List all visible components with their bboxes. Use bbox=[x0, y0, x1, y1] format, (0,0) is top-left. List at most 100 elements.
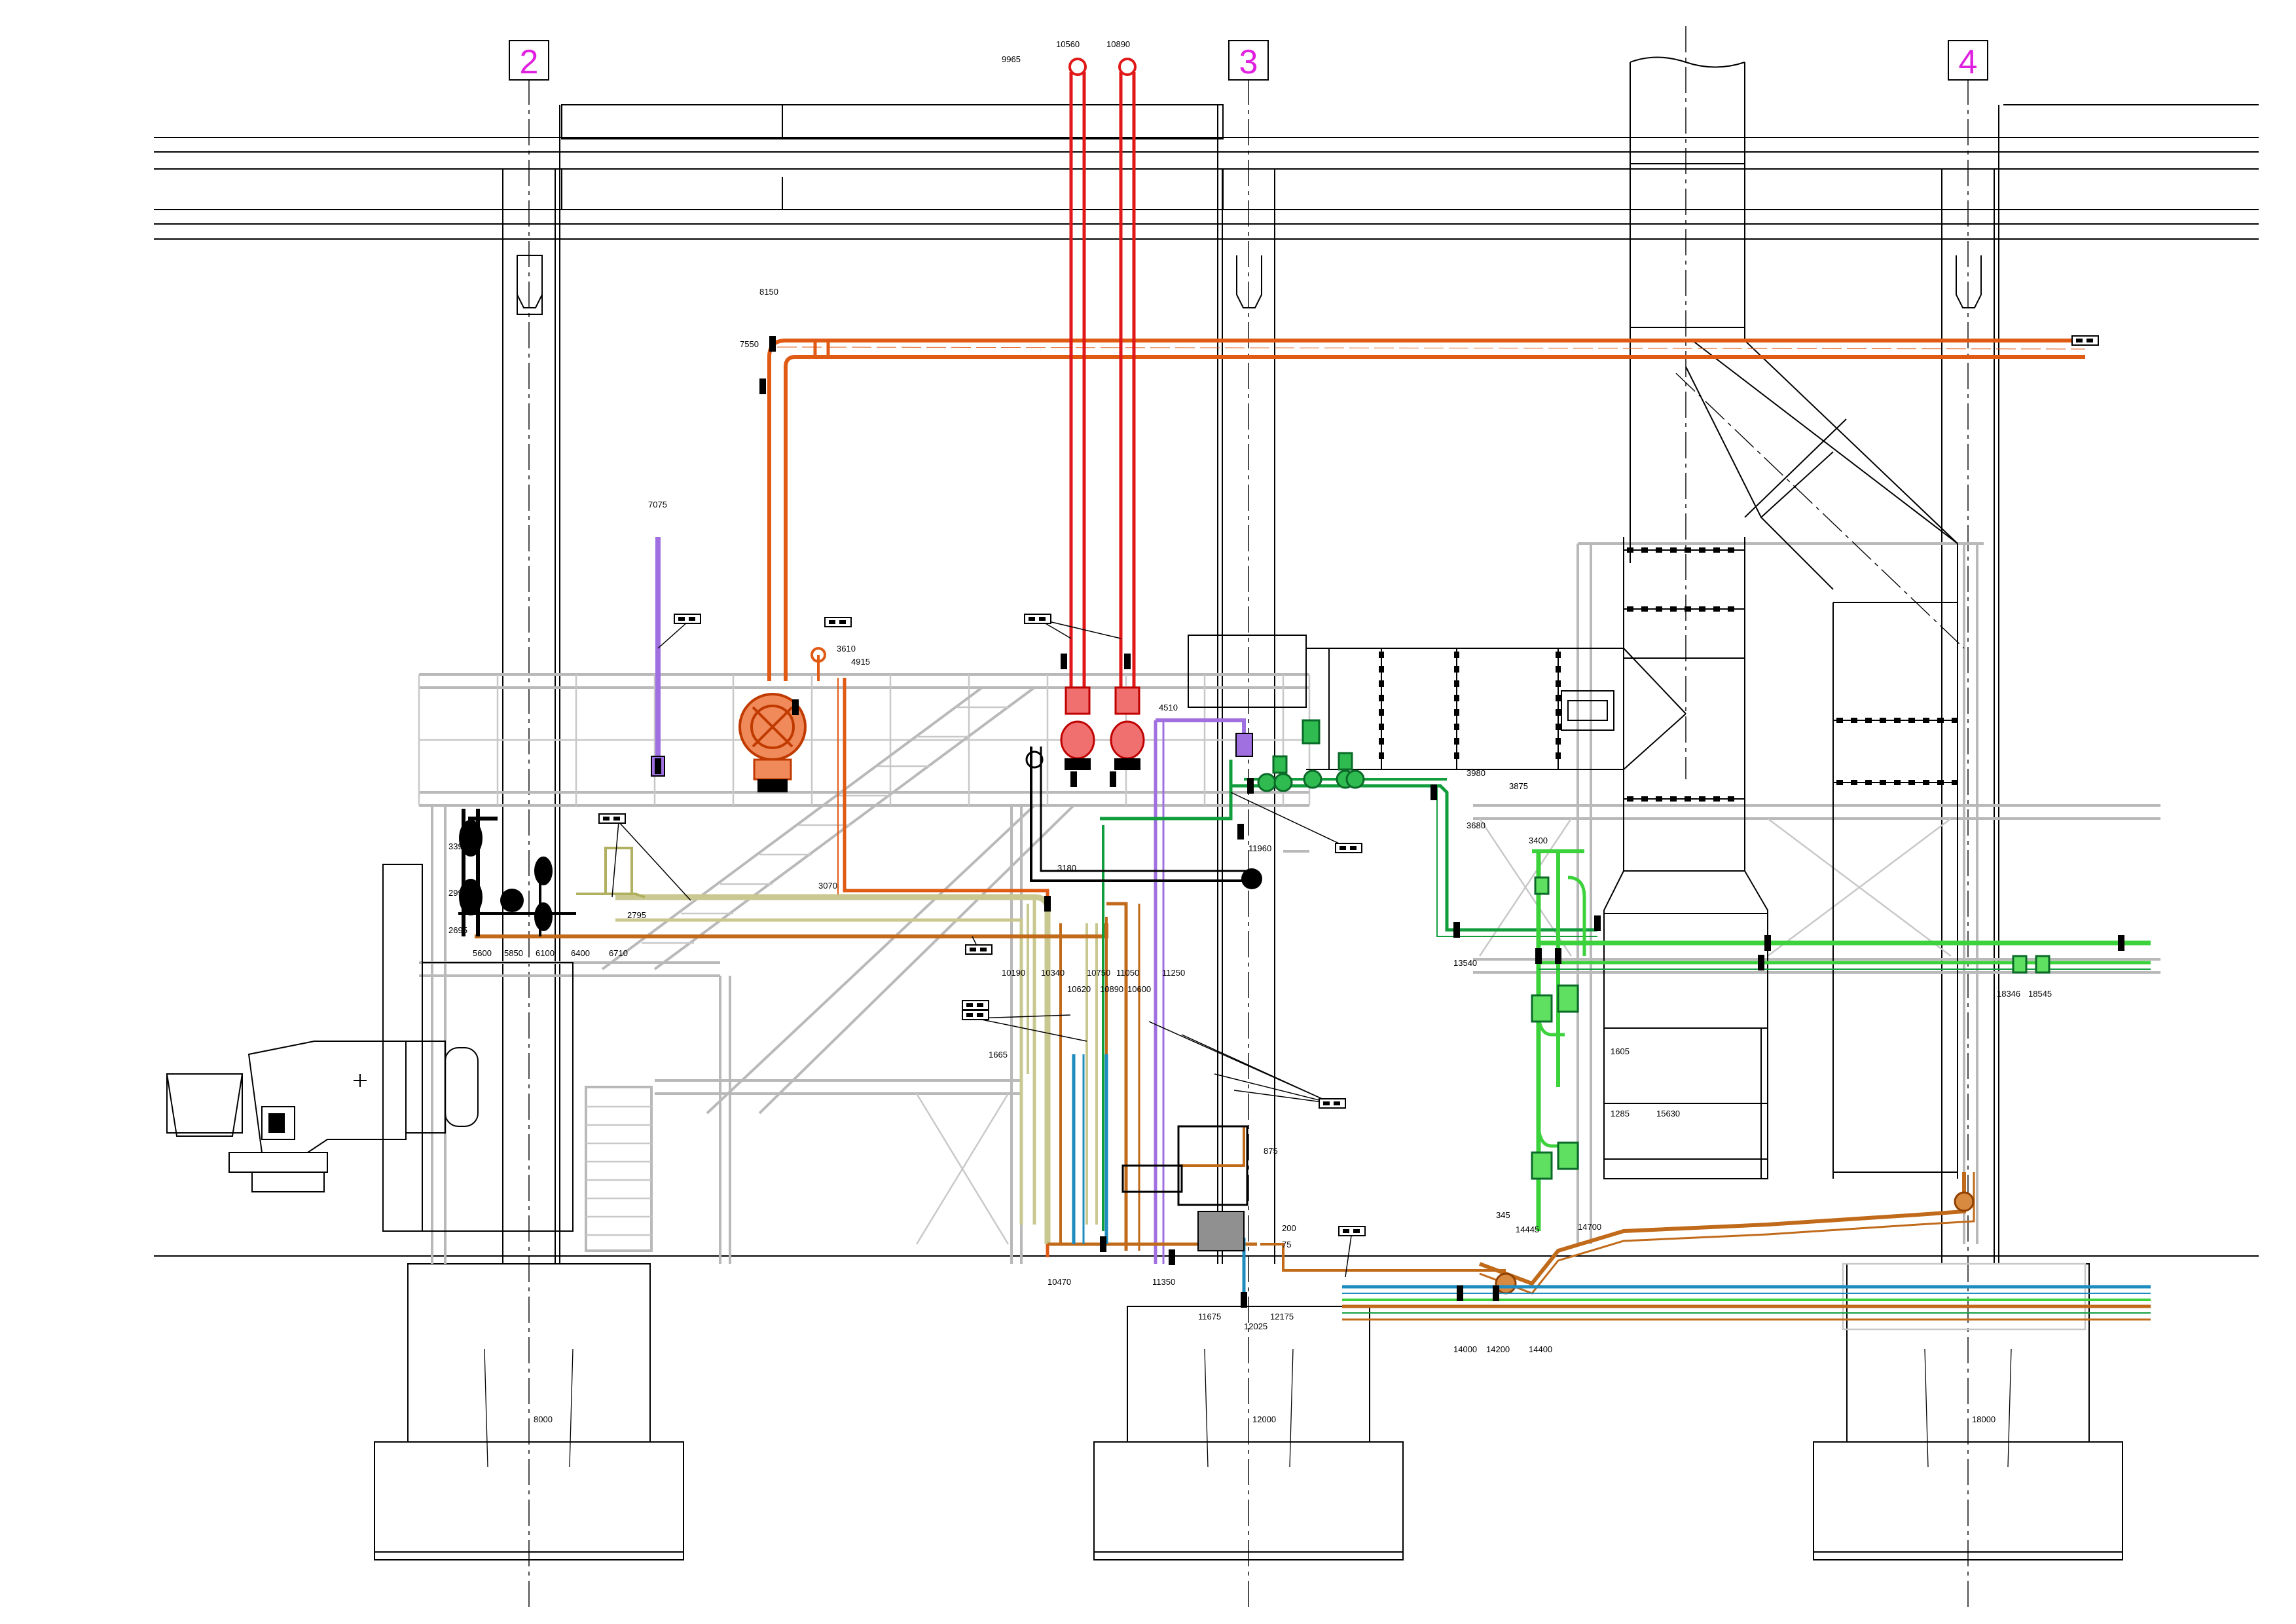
flange-bolt bbox=[1937, 780, 1944, 785]
elev-label: 9965 bbox=[1002, 54, 1021, 64]
elev-label: 75 bbox=[1282, 1240, 1291, 1249]
elev-label: 5600 bbox=[473, 948, 492, 958]
flange-marker bbox=[1453, 922, 1460, 938]
flange-bolt bbox=[1556, 752, 1561, 759]
flange-bolt bbox=[1937, 718, 1944, 723]
flange-marker bbox=[1241, 1292, 1247, 1308]
flange-bolt bbox=[1923, 718, 1929, 723]
elev-label: 12175 bbox=[1270, 1312, 1294, 1321]
elev-label: 18000 bbox=[1972, 1414, 1995, 1424]
flange-bolt bbox=[1908, 718, 1915, 723]
flange-bolt bbox=[1728, 547, 1734, 553]
ground-and-foundations bbox=[154, 1255, 2259, 1560]
flange-bolt bbox=[1454, 680, 1459, 687]
elev-label: 6400 bbox=[571, 948, 590, 958]
elev-label: 15630 bbox=[1656, 1109, 1680, 1118]
elev-label: 11350 bbox=[1152, 1277, 1175, 1287]
leader-lines bbox=[611, 618, 1353, 1278]
flange-bolt bbox=[1627, 606, 1633, 612]
elev-label: 10340 bbox=[1041, 968, 1065, 978]
elevation-labels: 10560 10890 9965 8150 7550 7075 3610 491… bbox=[448, 39, 2052, 1424]
axis-bubble-4: 4 bbox=[1948, 40, 1988, 81]
flange-bolt bbox=[1670, 606, 1677, 612]
axis-bubble-3: 3 bbox=[1228, 40, 1269, 81]
violet-lines bbox=[651, 537, 1253, 1264]
flange-bolt bbox=[1379, 680, 1384, 687]
flange-bolt bbox=[1556, 652, 1561, 658]
elev-label: 11960 bbox=[1248, 843, 1271, 853]
elev-label: 4915 bbox=[851, 657, 870, 667]
axis-label-4: 4 bbox=[1959, 43, 1978, 81]
elev-label: 14700 bbox=[1578, 1222, 1601, 1232]
flange-marker bbox=[769, 336, 776, 352]
elev-label: 6100 bbox=[536, 948, 555, 958]
flange-bolt bbox=[1699, 547, 1705, 553]
flange-bolt bbox=[1728, 606, 1734, 612]
flange-bolt bbox=[1379, 666, 1384, 673]
flange-bolt bbox=[1454, 724, 1459, 730]
flange-bolt bbox=[1851, 780, 1857, 785]
flange-bolt bbox=[1894, 718, 1901, 723]
flange-marker bbox=[1758, 955, 1764, 970]
pipe-tag bbox=[1338, 1226, 1366, 1236]
flange-bolt bbox=[1952, 718, 1958, 723]
elev-label: 3395 bbox=[448, 841, 467, 851]
flange-bolt bbox=[1699, 606, 1705, 612]
pipe-tag bbox=[598, 813, 626, 824]
elev-label: 10890 bbox=[1100, 984, 1123, 994]
pipe-tag bbox=[674, 614, 701, 624]
pipe-tag bbox=[962, 1010, 989, 1020]
orange-main-line bbox=[738, 339, 2086, 1257]
flange-bolt bbox=[1699, 796, 1705, 802]
boiler-burner bbox=[166, 864, 574, 1232]
flange-bolt bbox=[1656, 796, 1662, 802]
elev-label: 1285 bbox=[1611, 1109, 1630, 1118]
flange-markers bbox=[655, 336, 2124, 1308]
flange-marker bbox=[792, 699, 799, 715]
elev-label: 7075 bbox=[648, 500, 667, 509]
elev-label: 345 bbox=[1496, 1210, 1510, 1220]
flange-bolt bbox=[1865, 780, 1872, 785]
pipe-tag bbox=[965, 944, 993, 955]
pipe-tag bbox=[2071, 335, 2099, 346]
elev-label: 13540 bbox=[1453, 958, 1477, 968]
flange-bolt bbox=[1908, 780, 1915, 785]
elev-label: 14200 bbox=[1486, 1344, 1510, 1354]
elev-label: 12000 bbox=[1252, 1414, 1276, 1424]
flange-bolt bbox=[1641, 606, 1648, 612]
flange-bolt bbox=[1627, 547, 1633, 553]
flange-bolt bbox=[1670, 796, 1677, 802]
elev-label: 11050 bbox=[1116, 968, 1139, 978]
elev-label: 3680 bbox=[1467, 821, 1485, 830]
flange-marker bbox=[1100, 1236, 1106, 1252]
khaki-lines bbox=[576, 847, 1098, 1244]
flange-marker bbox=[1110, 771, 1116, 787]
platform-structure bbox=[418, 542, 2160, 1264]
elev-label: 10190 bbox=[1002, 968, 1025, 978]
flange-marker bbox=[1457, 1285, 1463, 1301]
flange-bolt bbox=[1865, 718, 1872, 723]
flange-bolt bbox=[1556, 695, 1561, 701]
flange-bolt bbox=[1923, 780, 1929, 785]
elev-label: 8150 bbox=[759, 287, 778, 297]
flange-bolt bbox=[1454, 695, 1459, 701]
flange-marker bbox=[759, 378, 766, 394]
elev-label: 3180 bbox=[1057, 863, 1076, 873]
flange-marker bbox=[1555, 948, 1561, 964]
flange-bolt bbox=[1851, 718, 1857, 723]
flange-marker bbox=[1169, 1249, 1175, 1265]
elev-label: 4510 bbox=[1159, 703, 1178, 712]
elev-label: 8000 bbox=[534, 1414, 553, 1424]
flange-bolt bbox=[1685, 606, 1691, 612]
flange-marker bbox=[1237, 824, 1244, 840]
flange-marker bbox=[1535, 948, 1542, 964]
columns bbox=[502, 105, 1999, 1264]
flange-bolt bbox=[1894, 780, 1901, 785]
flange-bolt bbox=[1556, 666, 1561, 673]
flange-bolt bbox=[1713, 606, 1720, 612]
axis-label-2: 2 bbox=[520, 43, 539, 81]
elev-label: 10560 bbox=[1056, 39, 1080, 49]
elev-label: 18346 bbox=[1997, 989, 2020, 999]
flange-bolt bbox=[1836, 780, 1843, 785]
elev-label: 10470 bbox=[1048, 1277, 1071, 1287]
